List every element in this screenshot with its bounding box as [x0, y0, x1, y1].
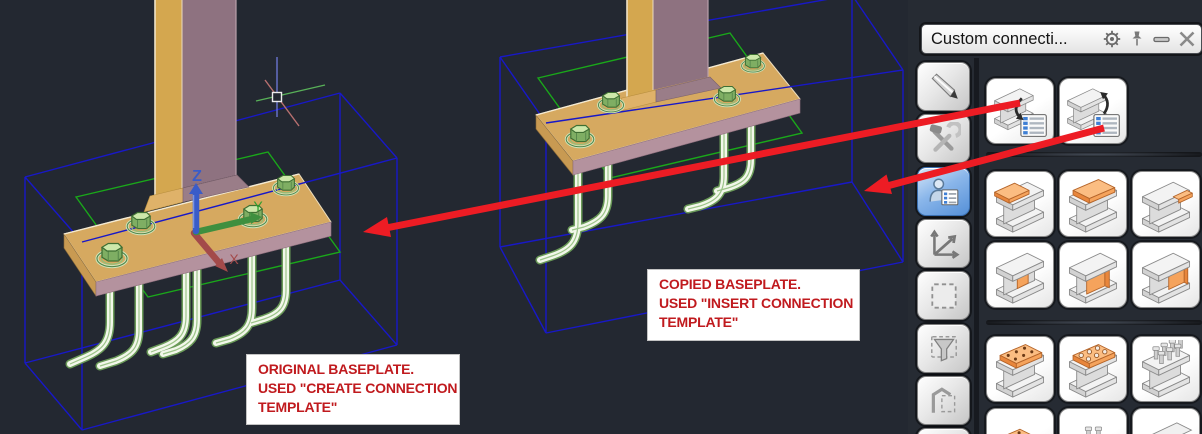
- settings-gear-icon[interactable]: [1101, 28, 1123, 50]
- palette-titlebar[interactable]: Custom connecti...: [921, 24, 1202, 54]
- palette-button-selection[interactable]: [917, 271, 970, 320]
- palette-icon-beam-side-plate[interactable]: [1132, 171, 1200, 237]
- minimize-icon[interactable]: [1151, 28, 1173, 50]
- palette-icon-beam-web-plate-small[interactable]: [986, 242, 1054, 308]
- ucs-axis-icon: Z Y X: [189, 168, 263, 272]
- palette-icon-beam-studs[interactable]: [1132, 336, 1200, 402]
- palette-icon-insert-connection-template[interactable]: [1059, 78, 1127, 144]
- palette-icon-beam-web-plate-full[interactable]: [1132, 242, 1200, 308]
- palette-button-draw[interactable]: [917, 62, 970, 111]
- palette-button-folded-plate[interactable]: [917, 376, 970, 425]
- annotation-copied-baseplate: COPIED BASEPLATE. USED "INSERT CONNECTIO…: [647, 269, 860, 341]
- custom-connections-palette: Custom connecti...: [908, 0, 1202, 434]
- ucs-x-label: X: [229, 251, 239, 267]
- column: [143, 0, 250, 213]
- crosshair-cursor: [255, 57, 326, 127]
- annotation-original-baseplate: ORIGINAL BASEPLATE. USED "CREATE CONNECT…: [246, 354, 460, 425]
- palette-icon-beam-plate-holes-partial[interactable]: [986, 408, 1054, 434]
- palette-separator: [986, 152, 1202, 157]
- ucs-z-label: Z: [192, 168, 202, 185]
- palette-button-tools[interactable]: [917, 114, 970, 163]
- ucs-y-label: Y: [253, 198, 263, 214]
- palette-button-user-templates[interactable]: [917, 167, 970, 216]
- palette-button-axes[interactable]: [917, 219, 970, 268]
- close-icon[interactable]: [1176, 28, 1198, 50]
- palette-icon-beam-top-plate-left[interactable]: [986, 171, 1054, 237]
- pushpin-icon[interactable]: [1126, 28, 1148, 50]
- palette-icon-beam-studs-partial[interactable]: [1059, 408, 1127, 434]
- model-original-baseplate: Z Y X: [24, 0, 398, 431]
- palette-button-filter[interactable]: [917, 324, 970, 373]
- palette-icon-beam-plate-holes[interactable]: [986, 336, 1054, 402]
- palette-icon-beam-web-plate-large[interactable]: [1059, 242, 1127, 308]
- palette-divider: [974, 58, 979, 434]
- palette-button-more[interactable]: [917, 428, 970, 434]
- palette-icon-beam-plate-plain-partial[interactable]: [1132, 408, 1200, 434]
- palette-separator: [986, 320, 1202, 325]
- column: [615, 0, 722, 113]
- palette-icon-beam-plate-bolts[interactable]: [1059, 336, 1127, 402]
- palette-icon-create-connection-template[interactable]: [986, 78, 1054, 144]
- palette-title: Custom connecti...: [931, 29, 1068, 48]
- palette-icon-beam-top-plate-center[interactable]: [1059, 171, 1127, 237]
